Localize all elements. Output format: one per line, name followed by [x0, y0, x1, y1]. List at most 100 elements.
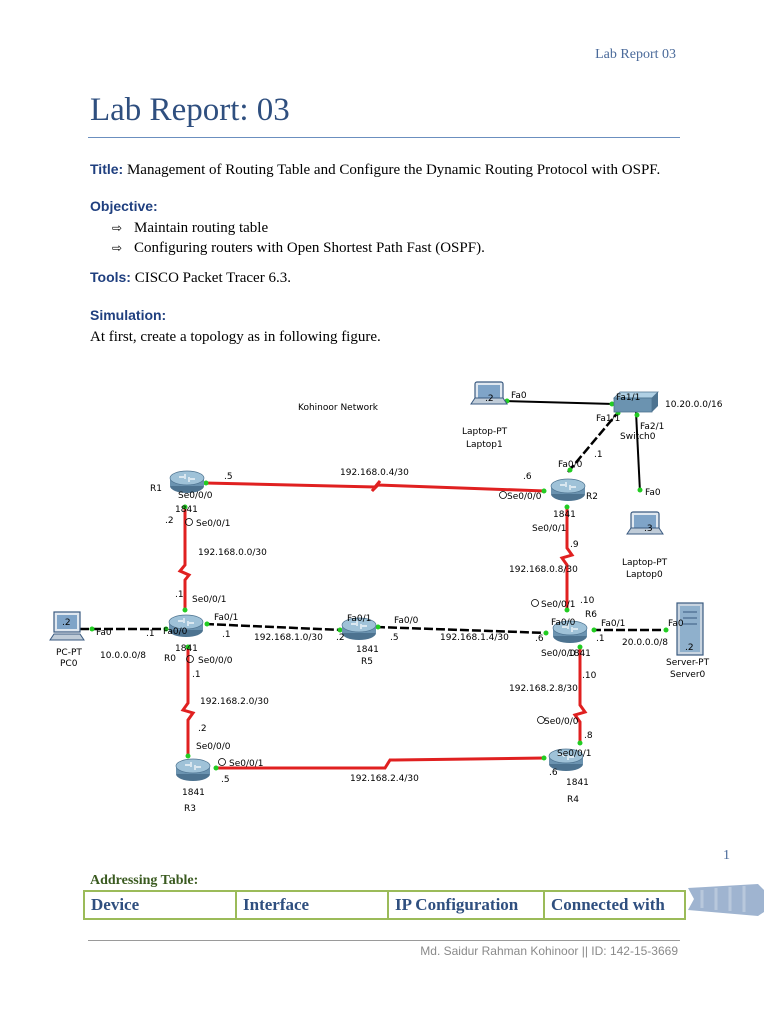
- interface-label: Fa0: [511, 391, 527, 401]
- interface-label: Fa0: [645, 488, 661, 498]
- interface-label: Fa1/1: [596, 414, 620, 424]
- network-label-pc-lan: 10.0.0.0/8: [100, 651, 146, 661]
- model-label: 1841: [175, 505, 198, 515]
- host-label: .2: [685, 643, 694, 653]
- device-label: R3: [184, 804, 196, 814]
- list-item: ⇨ Maintain routing table: [112, 219, 485, 239]
- column-header-connected-with: Connected with: [543, 890, 686, 920]
- model-label: 1841: [553, 510, 576, 520]
- host-label: .2: [336, 633, 345, 643]
- title-text: Management of Routing Table and Configur…: [126, 162, 661, 178]
- column-header-ip-configuration: IP Configuration: [387, 890, 545, 920]
- interface-label: Se0/0/0: [541, 649, 576, 659]
- host-label: .3: [644, 524, 653, 534]
- pc-icon: [49, 611, 85, 641]
- switch-icon: [613, 391, 659, 413]
- interface-label: Se0/0/1: [196, 519, 231, 529]
- device-type-label: Laptop-PT: [462, 427, 508, 437]
- host-label: .1: [192, 670, 201, 680]
- host-label: .5: [390, 633, 399, 643]
- interface-label: Se0/0/0: [544, 717, 579, 727]
- interface-label: Fa0: [96, 628, 112, 638]
- clock-icon: [185, 518, 193, 526]
- serial-links: [177, 480, 588, 770]
- column-header-device: Device: [83, 890, 237, 920]
- decorative-page-ribbon: [688, 884, 764, 916]
- interface-label: Fa0/0: [551, 618, 576, 628]
- interface-label: Fa0/0: [394, 616, 419, 626]
- interface-label: Se0/0/1: [532, 524, 567, 534]
- list-item: ⇨ Configuring routers with Open Shortest …: [112, 239, 485, 259]
- device-label: Laptop1: [466, 440, 503, 450]
- simulation-text: At first, create a topology as in follow…: [90, 329, 381, 345]
- page-title: Lab Report: 03: [90, 92, 290, 128]
- device-label: Laptop0: [626, 570, 663, 580]
- clock-icon: [531, 599, 539, 607]
- host-label: .6: [549, 768, 558, 778]
- network-label-r0-r5: 192.168.1.0/30: [254, 633, 323, 643]
- host-label: .1: [146, 629, 155, 639]
- tools-label: Tools:: [90, 269, 131, 285]
- router-r2-icon: [550, 478, 586, 502]
- interface-label: Fa0/0: [163, 627, 188, 637]
- footer-divider: [88, 940, 680, 941]
- running-header: Lab Report 03: [595, 47, 676, 62]
- network-topology-diagram: Kohinoor Network 192.168.0.4/30 192.168.…: [49, 381, 723, 814]
- network-label-r0-r3: 192.168.2.0/30: [200, 697, 269, 707]
- interface-label: Fa0/1: [601, 619, 625, 629]
- interface-label: Fa0/1: [347, 614, 371, 624]
- ethernet-links: [80, 400, 668, 635]
- server-icon: [676, 602, 704, 656]
- arrow-bullet-icon: ⇨: [112, 241, 123, 255]
- host-label: .2: [485, 394, 494, 404]
- device-type-label: PC-PT: [56, 648, 82, 658]
- host-label: .2: [62, 618, 71, 628]
- network-label-r5-r6: 192.168.1.4/30: [440, 633, 509, 643]
- host-label: .6: [535, 634, 544, 644]
- serial-link-r2-r6: [559, 505, 575, 612]
- host-label: .10: [582, 671, 597, 681]
- device-label: R5: [361, 657, 373, 667]
- network-label-server-lan: 20.0.0.0/8: [622, 638, 668, 648]
- network-label-r6-r4: 192.168.2.8/30: [509, 684, 578, 694]
- clock-icon: [537, 716, 545, 724]
- device-label: Server0: [670, 670, 706, 680]
- interface-label: Fa0: [668, 619, 684, 629]
- model-label: 1841: [568, 649, 591, 659]
- ethernet-link-r0-r5: [204, 622, 343, 632]
- objective-list: ⇨ Maintain routing table ⇨ Configuring rou…: [112, 219, 485, 259]
- page-number: 1: [723, 848, 730, 863]
- serial-link-r1-r2: [204, 480, 546, 493]
- network-label-r3-r4: 192.168.2.4/30: [350, 774, 419, 784]
- link-status-dots: [89, 398, 669, 771]
- host-label: .5: [224, 472, 233, 482]
- device-label: R0: [164, 654, 176, 664]
- clock-icon: [499, 491, 507, 499]
- host-label: .1: [594, 450, 603, 460]
- title-divider: [88, 137, 680, 138]
- serial-link-r6-r4: [572, 645, 588, 745]
- host-label: .1: [222, 630, 231, 640]
- interface-label: Se0/0/0: [178, 491, 213, 501]
- tools-line: Tools: CISCO Packet Tracer 6.3.: [90, 269, 291, 287]
- serial-link-r0-r3: [180, 645, 196, 758]
- table-header-row: Device Interface IP Configuration Connec…: [83, 890, 686, 920]
- serial-link-r1-r0: [177, 505, 192, 612]
- tools-text: CISCO Packet Tracer 6.3.: [134, 270, 291, 286]
- host-label: .2: [198, 724, 207, 734]
- objective-text: Configuring routers with Open Shortest P…: [134, 240, 485, 256]
- objective-text: Maintain routing table: [134, 220, 269, 236]
- column-header-interface: Interface: [235, 890, 389, 920]
- interface-label: Fa1/1: [616, 393, 640, 403]
- device-type-label: Server-PT: [666, 658, 710, 668]
- device-label: Switch0: [620, 432, 656, 442]
- title-label: Title:: [90, 161, 124, 177]
- arrow-bullet-icon: ⇨: [112, 221, 123, 235]
- host-label: .6: [523, 472, 532, 482]
- model-label: 1841: [356, 645, 379, 655]
- clock-icon: [218, 758, 226, 766]
- network-name-label: Kohinoor Network: [298, 403, 379, 413]
- interface-label: Fa2/1: [640, 422, 664, 432]
- host-label: .1: [175, 590, 184, 600]
- device-label: PC0: [60, 659, 78, 669]
